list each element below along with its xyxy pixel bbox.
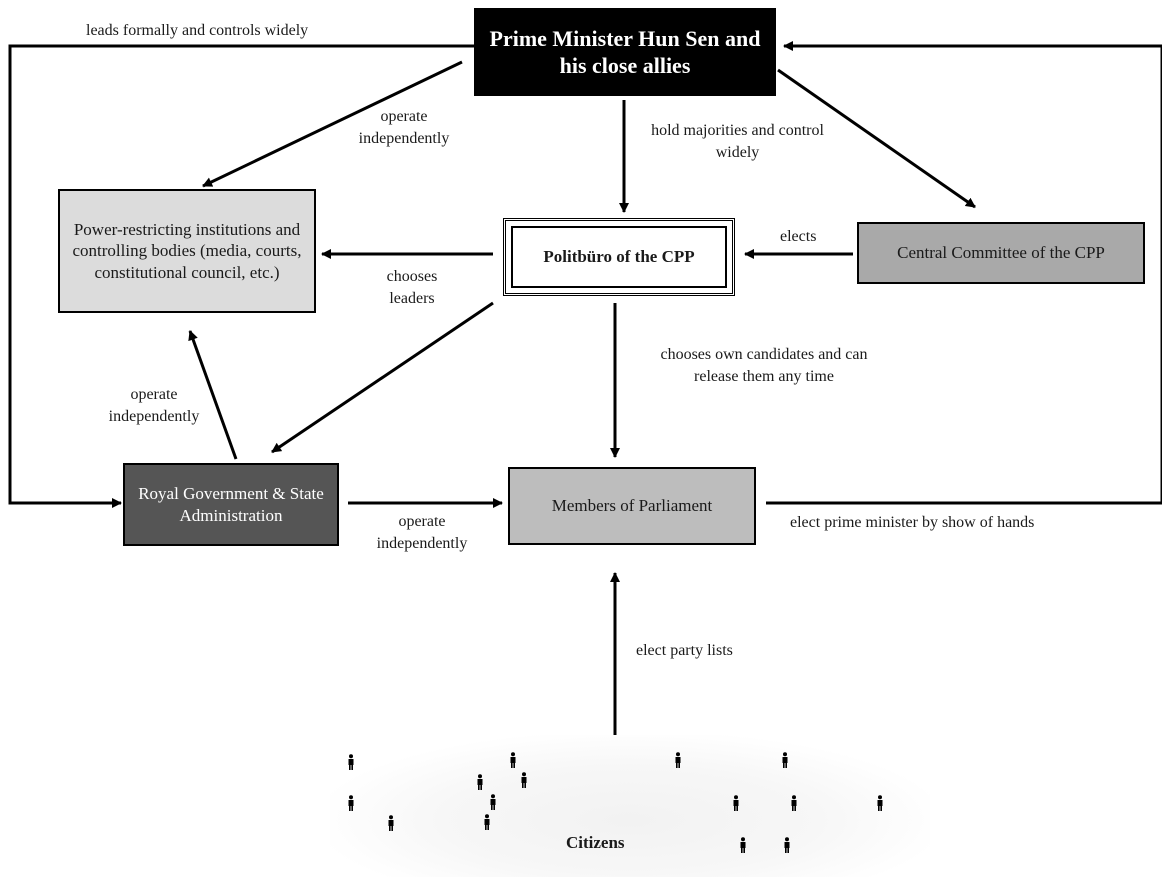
person-icon <box>790 795 798 815</box>
node-politburo-label: Politbüro of the CPP <box>543 247 695 267</box>
node-royal-government: Royal Government & State Administration <box>123 463 339 546</box>
label-elect-party-lists: elect party lists <box>636 642 733 659</box>
person-icon <box>347 795 355 815</box>
person-icon <box>387 815 395 835</box>
node-power-restricting-label: Power-restricting institutions and contr… <box>72 220 302 282</box>
edge-pm-to-cc <box>777 68 976 209</box>
node-citizens-label: Citizens <box>566 833 625 852</box>
person-icon <box>483 814 491 834</box>
citizens-area <box>330 735 930 877</box>
person-icon <box>347 754 355 774</box>
person-icon <box>520 772 528 792</box>
node-power-restricting-institutions: Power-restricting institutions and contr… <box>58 189 316 313</box>
edge-leads-formally <box>8 44 474 508</box>
person-icon <box>739 837 747 857</box>
edge-pm-to-power <box>202 60 463 188</box>
node-politburo: Politbüro of the CPP <box>503 218 735 296</box>
node-prime-minister-label: Prime Minister Hun Sen and his close all… <box>489 25 761 79</box>
person-icon <box>781 752 789 772</box>
person-icon <box>509 752 517 772</box>
node-royal-government-label: Royal Government & State Administration <box>138 484 324 525</box>
person-icon <box>732 795 740 815</box>
label-chooses-leaders: chooses leaders <box>386 268 438 307</box>
label-operate-pm-power: operate independently <box>358 108 450 147</box>
person-icon <box>674 752 682 772</box>
label-operate-royal-mp: operate independently <box>376 513 468 552</box>
node-members-of-parliament-label: Members of Parliament <box>551 496 713 516</box>
node-central-committee: Central Committee of the CPP <box>857 222 1145 284</box>
edge-elect-prime-minister <box>766 41 1162 505</box>
person-icon <box>783 837 791 857</box>
label-leads-formally: leads formally and controls widely <box>86 22 309 39</box>
person-icon <box>476 774 484 794</box>
label-elect-prime-minister: elect prime minister by show of hands <box>790 514 1035 531</box>
person-icon <box>489 794 497 814</box>
person-icon <box>876 795 884 815</box>
label-chooses-own-candidates: chooses own candidates and can release t… <box>660 346 868 385</box>
label-hold-majorities: hold majorities and control widely <box>651 122 824 161</box>
label-operate-royal-power: operate independently <box>108 386 200 425</box>
node-prime-minister: Prime Minister Hun Sen and his close all… <box>474 8 776 96</box>
edge-politburo-to-royal <box>271 301 494 454</box>
edge-royal-to-power <box>188 330 238 460</box>
label-elects: elects <box>780 228 817 245</box>
node-central-committee-label: Central Committee of the CPP <box>897 243 1105 263</box>
node-members-of-parliament: Members of Parliament <box>508 467 756 545</box>
